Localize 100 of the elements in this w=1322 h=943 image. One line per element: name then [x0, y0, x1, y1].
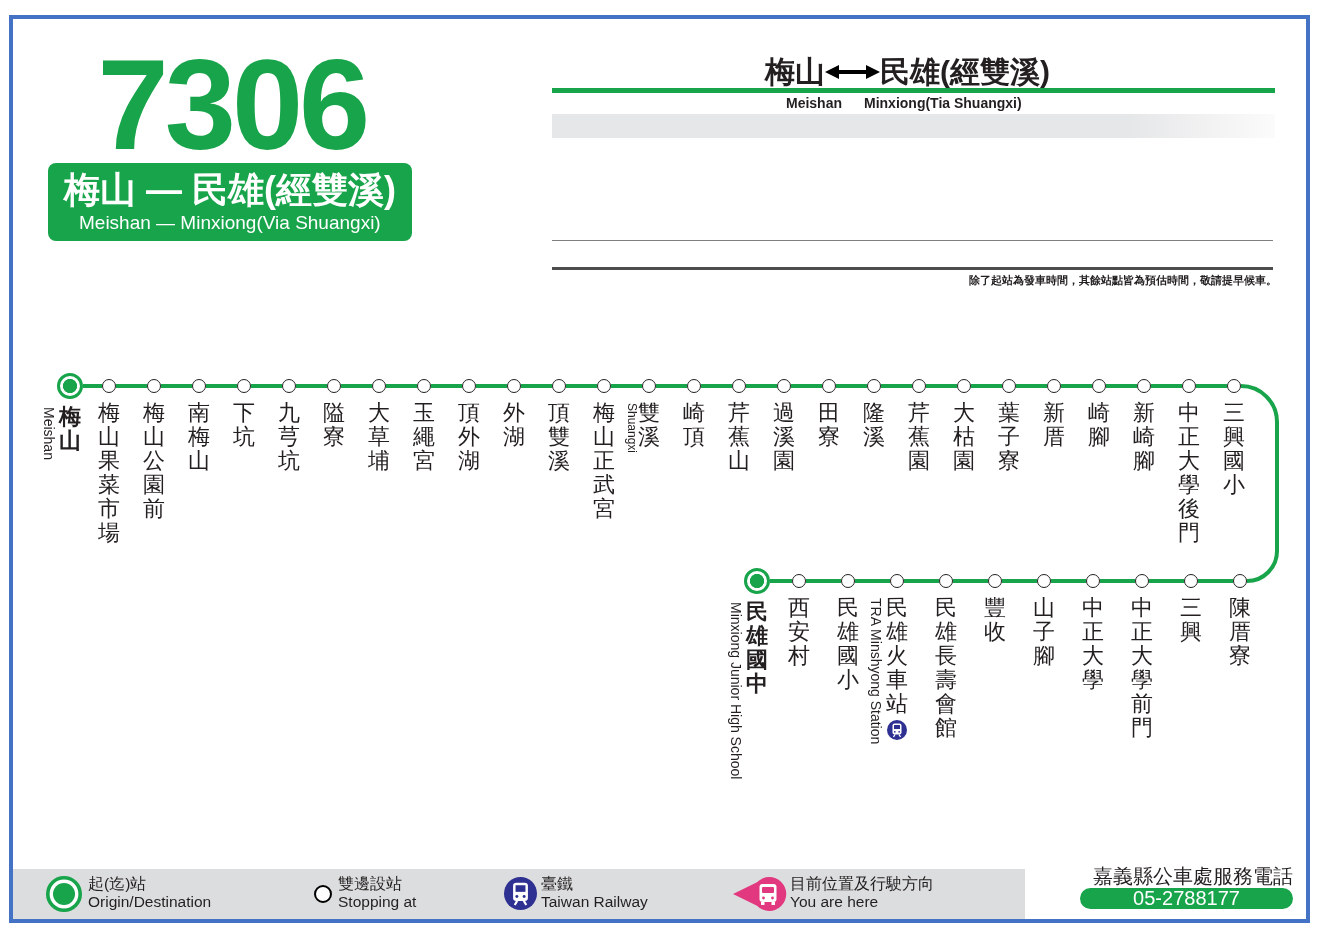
stop-name-english: Minxiong Junior High School [728, 602, 744, 780]
stop-marker [552, 379, 566, 393]
stop-marker [822, 379, 836, 393]
stop-marker [792, 574, 806, 588]
stop-marker [777, 379, 791, 393]
stop-name: 新崎腳 [1132, 401, 1156, 473]
route-line [476, 384, 507, 388]
double-arrow [825, 65, 880, 79]
route-line [611, 384, 642, 388]
route-line [971, 384, 1002, 388]
stop-marker [507, 379, 521, 393]
stop-marker [417, 379, 431, 393]
stop-marker [1184, 574, 1198, 588]
stop-name: 崎腳 [1087, 401, 1111, 449]
route-line [161, 384, 192, 388]
route-line [746, 384, 777, 388]
stop-name: 梅山 [58, 405, 82, 453]
route-line [855, 579, 890, 583]
notice-text: 除了起站為發車時間，其餘站點皆為預估時間，敬請提早候車。 [969, 273, 1277, 287]
route-line [656, 384, 687, 388]
route-line [701, 384, 732, 388]
route-line [1002, 579, 1037, 583]
stop-name: 民雄國中 [745, 600, 769, 696]
stop-name: 西安村 [787, 596, 811, 668]
stop-name: 頂雙溪 [547, 401, 571, 473]
stop-marker [1002, 379, 1016, 393]
stop-marker [372, 379, 386, 393]
stop-name: 玉繩宮 [412, 401, 436, 473]
route-line [1196, 384, 1227, 388]
stop-name: 芹蕉山 [727, 401, 751, 473]
route-line [83, 384, 102, 388]
stop-name: 隘寮 [322, 401, 346, 449]
route-line [806, 579, 841, 583]
hotline-heading: 嘉義縣公車處服務電話 [1093, 864, 1293, 888]
stop-name: 山子腳 [1032, 596, 1056, 668]
stop-name: 九芎坑 [277, 401, 301, 473]
route-line [926, 384, 957, 388]
stop-name: 新厝 [1042, 401, 1066, 449]
route-name-english: Meishan — Minxiong(Via Shuangxi) [79, 211, 381, 235]
route-line [341, 384, 372, 388]
stop-marker [642, 379, 656, 393]
stop-name: 陳厝寮 [1228, 596, 1252, 668]
stop-marker [1227, 379, 1241, 393]
legend-text: 目前位置及行駛方向 You are here [790, 875, 934, 911]
route-line [1100, 579, 1135, 583]
route-line [791, 384, 822, 388]
route-line [521, 384, 552, 388]
stop-marker [841, 574, 855, 588]
stop-marker [597, 379, 611, 393]
endpoint-name: 梅山 [765, 55, 825, 89]
stop-name: 三興 [1179, 596, 1203, 644]
legend-text: 臺鐵 Taiwan Railway [541, 875, 648, 911]
route-banner [48, 163, 412, 241]
stop-name: 頂外湖 [457, 401, 481, 473]
stop-name: 豐收 [983, 596, 1007, 644]
endpoint-name-english: Meishan [786, 94, 842, 112]
stop-name: 過溪園 [772, 401, 796, 473]
stop-marker [732, 379, 746, 393]
stop-marker [1182, 379, 1196, 393]
route-line [836, 384, 867, 388]
route-line [206, 384, 237, 388]
stop-name: 崎頂 [682, 401, 706, 449]
route-number: 7306 [97, 51, 367, 160]
stop-marker [1137, 379, 1151, 393]
route-line [1198, 579, 1233, 583]
route-line [431, 384, 462, 388]
stop-name: 隆溪 [862, 401, 886, 449]
route-line [904, 579, 939, 583]
stop-marker [327, 379, 341, 393]
stop-name: 中正大學後門 [1177, 401, 1201, 545]
stop-name: 南梅山 [187, 401, 211, 473]
stop-name: 大草埔 [367, 401, 391, 473]
route-line [251, 384, 282, 388]
legend-text: 起(迄)站 Origin/Destination [88, 875, 212, 911]
stop-marker [1086, 574, 1100, 588]
stop-name: 田寮 [817, 401, 841, 449]
stop-name: 芹蕉園 [907, 401, 931, 473]
stop-marker [1135, 574, 1149, 588]
route-line [770, 579, 792, 583]
stop-name: 下坑 [232, 401, 256, 449]
stop-marker [282, 379, 296, 393]
stop-marker [192, 379, 206, 393]
stop-marker [687, 379, 701, 393]
route-line [1106, 384, 1137, 388]
stop-marker [867, 379, 881, 393]
stop-name-english: TRA Minshyong Station [868, 598, 884, 745]
route-line [116, 384, 147, 388]
stop-marker [1233, 574, 1247, 588]
stop-marker [988, 574, 1002, 588]
stop-name: 大枯園 [952, 401, 976, 473]
stop-name: 三興國小 [1222, 401, 1246, 497]
stop-name: 梅山正武宮 [592, 401, 616, 521]
stop-marker [939, 574, 953, 588]
terminal-marker [57, 373, 83, 399]
phone-number-pill: 05-2788177 [1080, 888, 1293, 909]
route-line [1149, 579, 1184, 583]
stop-name-english: Shuangxi [625, 403, 639, 454]
stop-name: 中正大學 [1081, 596, 1105, 692]
stop-marker [1047, 379, 1061, 393]
route-line [1151, 384, 1182, 388]
